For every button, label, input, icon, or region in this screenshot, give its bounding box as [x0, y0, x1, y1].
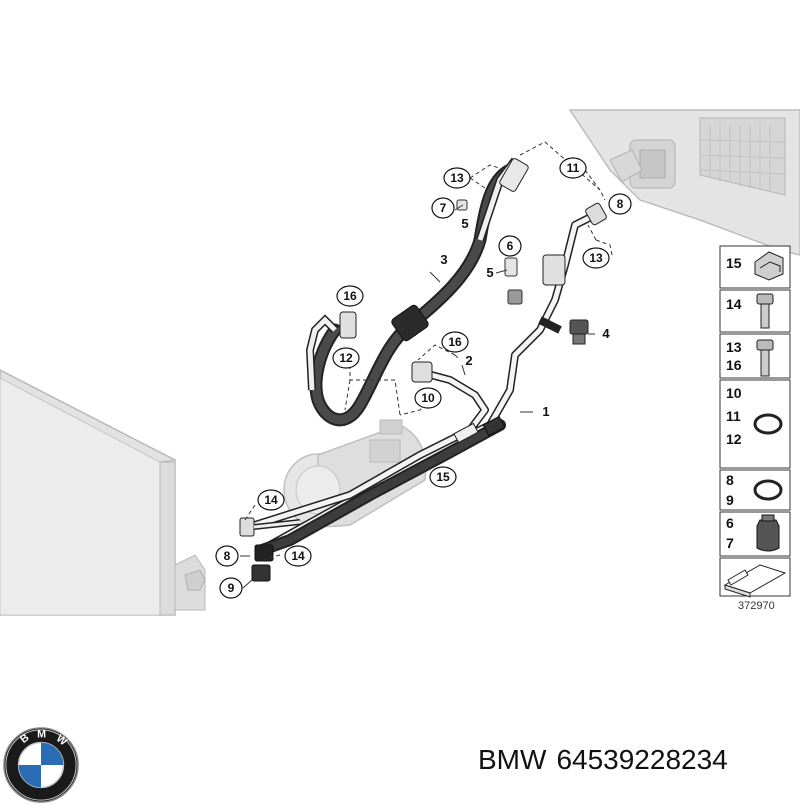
shim-icon: [723, 564, 787, 598]
leader-lines-solid: [240, 204, 595, 589]
svg-text:11: 11: [726, 408, 741, 424]
svg-text:8: 8: [726, 472, 734, 488]
fittings-lower: [239, 517, 301, 582]
svg-text:11: 11: [567, 161, 580, 175]
o-ring-icon: [753, 413, 783, 435]
svg-text:9: 9: [228, 581, 235, 595]
parts-panel: 15 14 13 16 10: [719, 245, 791, 612]
svg-text:14: 14: [264, 493, 278, 507]
svg-text:8: 8: [617, 197, 624, 211]
svg-text:5: 5: [486, 265, 493, 280]
footer-part-label: BMW 64539228234: [478, 744, 738, 776]
bolt-icon: [756, 293, 774, 329]
condenser-illustration: [0, 369, 206, 616]
svg-text:16: 16: [726, 357, 742, 373]
pipe-2: [253, 361, 489, 529]
panel-row-14: 14: [719, 289, 791, 333]
callout-5-top: 5: [461, 216, 468, 231]
svg-text:7: 7: [726, 535, 734, 551]
callout-4: 4: [602, 326, 610, 341]
leader-lines: [244, 141, 613, 561]
panel-row-8-9: 8 9: [719, 469, 791, 511]
svg-text:12: 12: [339, 351, 353, 365]
callout-11: 11: [559, 157, 587, 179]
evaporator-housing-illustration: [568, 109, 800, 256]
callout-5-mid: 5: [486, 265, 493, 280]
panel-row-10-11-12: 10 11 12: [719, 379, 791, 469]
svg-text:6: 6: [507, 239, 514, 253]
callout-13-top: 13: [443, 167, 471, 189]
svg-text:3: 3: [440, 252, 447, 267]
svg-text:5: 5: [461, 216, 468, 231]
panel-row-shim: [719, 557, 791, 598]
reference-number: 372970: [738, 600, 775, 612]
svg-text:12: 12: [726, 431, 742, 447]
bmw-logo-icon: B M W: [3, 727, 79, 803]
callout-10: 10: [414, 387, 442, 409]
pipe-1: [268, 202, 607, 549]
svg-text:16: 16: [448, 335, 462, 349]
stud-bolt-icon: [756, 339, 774, 377]
brand-name: BMW: [478, 744, 547, 775]
callout-14-lower: 14: [284, 545, 312, 567]
callout-2: 2: [465, 353, 472, 368]
svg-text:6: 6: [726, 515, 734, 531]
svg-text:9: 9: [726, 492, 734, 508]
o-ring-icon: [753, 479, 783, 501]
svg-text:8: 8: [224, 549, 231, 563]
panel-row-15: 15: [719, 245, 791, 289]
callout-8-lower: 8: [215, 545, 239, 567]
callout-1: 1: [542, 404, 549, 419]
cap-icon: [756, 514, 780, 552]
svg-text:2: 2: [465, 353, 472, 368]
panel-row-6-7: 6 7: [719, 511, 791, 557]
svg-text:7: 7: [440, 201, 447, 215]
svg-text:14: 14: [291, 549, 305, 563]
svg-text:1: 1: [542, 404, 549, 419]
callout-14-upper: 14: [257, 489, 285, 511]
pressure-sensor-4: [569, 319, 589, 345]
part-number: 64539228234: [556, 744, 728, 775]
svg-text:13: 13: [450, 171, 464, 185]
callout-7: 7: [431, 197, 455, 219]
callout-8-top: 8: [608, 193, 632, 215]
svg-text:16: 16: [343, 289, 357, 303]
callout-16-left: 16: [336, 285, 364, 307]
svg-text:M: M: [37, 729, 46, 741]
cap-5-small: [456, 199, 523, 305]
callout-9: 9: [219, 577, 243, 599]
hose-15: [256, 415, 506, 556]
svg-text:13: 13: [726, 339, 742, 355]
callout-16-mid: 16: [441, 331, 469, 353]
svg-text:15: 15: [726, 255, 742, 271]
clip-icon: [754, 251, 784, 281]
svg-text:10: 10: [726, 385, 742, 401]
hose-3: [305, 157, 529, 427]
svg-text:13: 13: [589, 251, 603, 265]
callout-3: 3: [440, 252, 447, 267]
callout-6: 6: [498, 235, 522, 257]
svg-text:14: 14: [726, 296, 742, 312]
svg-text:15: 15: [436, 470, 450, 484]
callout-12: 12: [332, 347, 360, 369]
callout-15: 15: [429, 466, 457, 488]
svg-text:4: 4: [602, 326, 610, 341]
svg-text:10: 10: [421, 391, 435, 405]
panel-row-13-16: 13 16: [719, 333, 791, 379]
callout-13-right: 13: [582, 247, 610, 269]
